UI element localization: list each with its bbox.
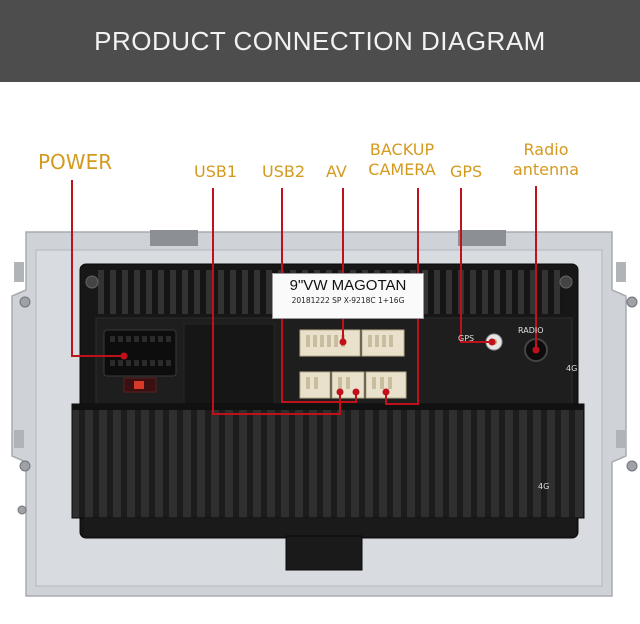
power-callout-line (71, 180, 124, 357)
screw (626, 460, 638, 472)
label-usb1: USB1 (194, 162, 238, 181)
screw (626, 296, 638, 308)
label-backup-camera: BACKUP CAMERA (362, 140, 442, 180)
screw (17, 505, 27, 515)
label-radio-antenna: Radio antenna (510, 140, 582, 180)
heatsink (71, 403, 585, 519)
bottom-plate (84, 518, 576, 536)
frame-tab (458, 230, 506, 246)
frame-tab (14, 262, 24, 282)
gps-callout-dot (488, 338, 496, 346)
av-callout-dot (339, 338, 347, 346)
gps-port-mark: GPS (458, 334, 475, 343)
frame-tab (14, 430, 24, 448)
frame-tab (616, 430, 626, 448)
sticker-model: 9"VW MAGOTAN (289, 277, 407, 294)
title-banner: PRODUCT CONNECTION DIAGRAM (0, 0, 640, 82)
port-4g-mark-top: 4G (566, 364, 578, 373)
camera-callout-dot (382, 388, 390, 396)
screw (19, 460, 31, 472)
usb1-callout-dot (336, 388, 344, 396)
power-connector-pins (110, 336, 171, 366)
label-gps: GPS (450, 162, 483, 181)
frame-tab (150, 230, 198, 246)
chassis-screw (559, 275, 573, 289)
label-backup-line2: CAMERA (368, 160, 436, 179)
screw (19, 296, 31, 308)
power-callout-dot (120, 352, 128, 360)
radio-callout-dot (532, 346, 540, 354)
label-power: POWER (38, 150, 113, 174)
sticker-code: 20181222 SP X-9218C 1+16G (291, 296, 405, 305)
fuse-element (134, 381, 144, 389)
label-av: AV (326, 162, 347, 181)
page-title: PRODUCT CONNECTION DIAGRAM (94, 25, 546, 56)
model-sticker: 9"VW MAGOTAN 20181222 SP X-9218C 1+16G (272, 273, 424, 319)
label-usb2: USB2 (262, 162, 306, 181)
port-4g-mark-bottom: 4G (538, 482, 550, 491)
bottom-bracket (285, 535, 363, 571)
label-backup-line1: BACKUP (369, 140, 435, 159)
usb2-callout-dot (352, 388, 360, 396)
frame-tab (616, 262, 626, 282)
label-radio-line1: Radio (523, 140, 569, 159)
radio-port-mark: RADIO (518, 326, 544, 335)
label-radio-line2: antenna (512, 160, 580, 179)
gps-callout-line (460, 188, 492, 343)
chassis-screw (85, 275, 99, 289)
inner-block (183, 323, 275, 405)
